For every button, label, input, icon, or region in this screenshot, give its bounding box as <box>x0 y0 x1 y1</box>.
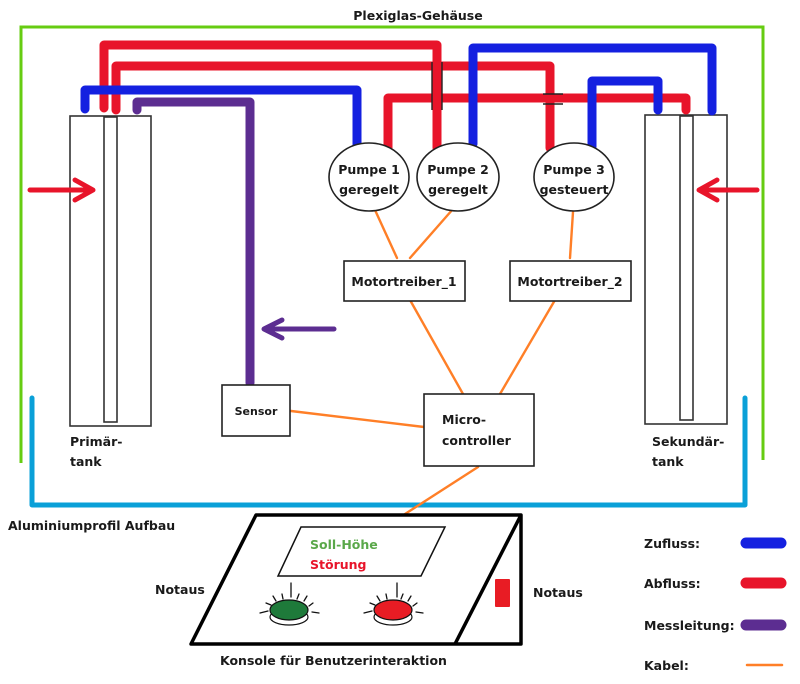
pump-2-label-line1: Pumpe 2 <box>427 162 489 177</box>
cable-motor1-micro <box>408 298 465 396</box>
sensor: Sensor <box>221 384 291 437</box>
legend-label-abfluss: Abfluss: <box>644 576 701 591</box>
emergency-stop-label-left: Notaus <box>155 582 205 597</box>
messleitung-pipe <box>132 97 255 388</box>
motor-driver-1: Motortreiber_1 <box>343 260 466 302</box>
user-console: Soll-Höhe Störung <box>189 513 523 646</box>
aluminium-profile-frame <box>29 395 748 508</box>
secondary-tank <box>644 114 728 425</box>
pump-3: Pumpe 3 gesteuert <box>533 142 615 212</box>
primary-tank-label-line2: tank <box>70 454 102 469</box>
zufluss-pipe-pump2-secondary <box>468 43 717 149</box>
abfluss-pipe-pump1-secondary <box>383 93 691 153</box>
aluminium-profile-label: Aluminiumprofil Aufbau <box>8 518 175 533</box>
sensor-label: Sensor <box>235 405 278 418</box>
plexiglas-housing-label: Plexiglas-Gehäuse <box>353 8 482 23</box>
cable-pump1-motor1 <box>373 208 399 260</box>
cable-micro-console <box>403 465 480 516</box>
primary-tank-label-line1: Primär- <box>70 434 122 449</box>
secondary-tank-label-line2: tank <box>652 454 684 469</box>
microcontroller-label-line1: Micro- <box>442 412 486 427</box>
console-display <box>276 526 447 577</box>
zufluss-pipe-pump3-secondary <box>587 76 663 152</box>
pump-1-label-line2: geregelt <box>339 182 399 197</box>
zufluss-pipe-pump1-primary <box>80 85 362 152</box>
legend: Zufluss: Abfluss: Messleitung: Kabel: <box>644 536 787 673</box>
secondary-tank-label-line1: Sekundär- <box>652 434 724 449</box>
plexiglas-housing-frame <box>19 25 765 463</box>
pump-1-label-line1: Pumpe 1 <box>338 162 400 177</box>
start-button-green[interactable] <box>259 582 320 626</box>
cable-pump3-motor2 <box>568 210 575 260</box>
motor-driver-2: Motortreiber_2 <box>509 260 632 302</box>
inflow-arrow-primary <box>27 177 96 203</box>
pump-2: Pumpe 2 geregelt <box>416 142 500 212</box>
legend-label-messleitung: Messleitung: <box>644 618 735 633</box>
primary-tank-inner-tube <box>103 116 118 423</box>
cable-sensor-micro <box>289 409 426 429</box>
legend-label-zufluss: Zufluss: <box>644 536 700 551</box>
console-side <box>453 514 523 645</box>
emergency-stop-switch[interactable] <box>495 579 510 607</box>
secondary-tank-inner-tube <box>679 115 694 421</box>
display-soll-hoehe: Soll-Höhe <box>310 537 378 552</box>
motor-driver-1-label: Motortreiber_1 <box>351 274 456 290</box>
pump-1: Pumpe 1 geregelt <box>328 142 410 212</box>
cable-pump2-motor1 <box>408 207 455 260</box>
pump-2-label-line2: geregelt <box>428 182 488 197</box>
legend-label-kabel: Kabel: <box>644 658 689 673</box>
cable-motor2-micro <box>498 298 557 396</box>
inflow-arrow-secondary <box>696 177 760 203</box>
cables <box>289 207 575 516</box>
pump-3-label-line2: gesteuert <box>540 182 609 197</box>
display-stoerung: Störung <box>310 557 366 572</box>
microcontroller: Micro- controller <box>423 393 535 467</box>
abfluss-pipe-pump3-primary <box>111 61 555 153</box>
motor-driver-2-label: Motortreiber_2 <box>517 274 622 290</box>
primary-tank <box>69 115 152 427</box>
pump-3-label-line1: Pumpe 3 <box>543 162 605 177</box>
microcontroller-label-line2: controller <box>442 433 512 448</box>
console-title: Konsole für Benutzerinteraktion <box>220 653 447 668</box>
emergency-stop-label-right: Notaus <box>533 585 583 600</box>
stop-button-red[interactable] <box>363 582 424 626</box>
measurement-arrow <box>261 317 337 341</box>
